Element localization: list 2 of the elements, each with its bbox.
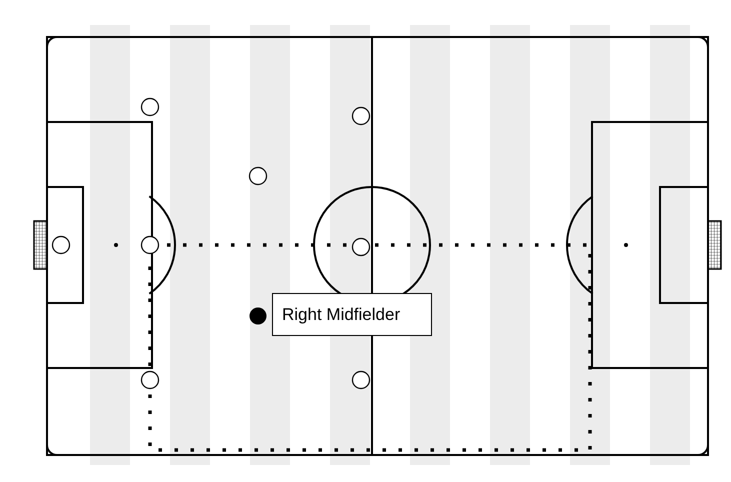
player-label: Right Midfielder — [282, 304, 400, 324]
label-box — [272, 293, 432, 336]
